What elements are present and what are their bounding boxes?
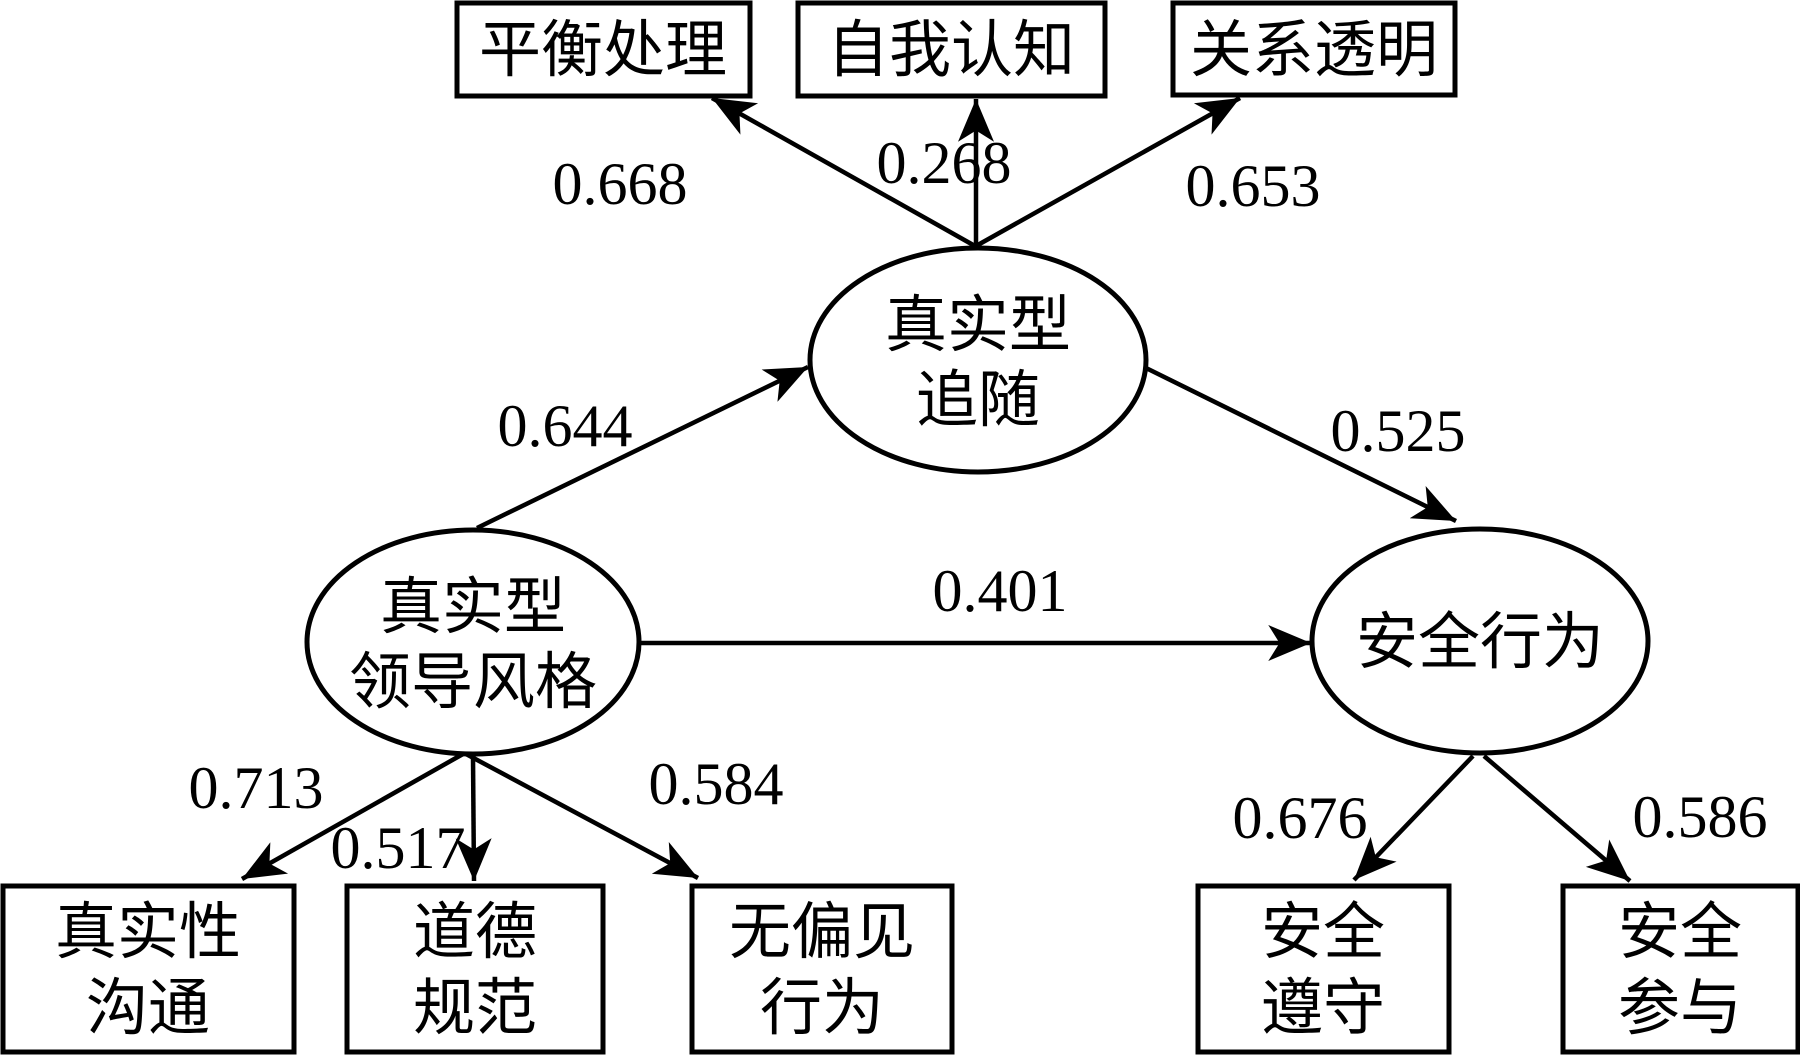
moral-norms-box (344, 883, 606, 1055)
relational-transparency-label: 关系透明 (1190, 17, 1438, 85)
authentic-leadership-label-line1: 真实型 (380, 574, 566, 642)
authentic-followership-ellipse (807, 245, 1149, 475)
coefficient-label-followership-safety: 0.525 (1331, 398, 1466, 464)
authentic-communication-box (0, 883, 297, 1055)
authentic-communication-label-line1: 真实性 (55, 899, 241, 967)
node-relational-transparency: 关系透明 (1170, 0, 1458, 98)
path-followership-to-safety-behavior (1145, 365, 1457, 524)
node-authentic-communication: 真实性 沟通 (0, 883, 297, 1055)
authentic-followership-label-line2: 追随 (916, 367, 1040, 435)
balanced-processing-label: 平衡处理 (479, 17, 727, 85)
path-followership-to-relational-transparency (974, 96, 1242, 248)
path-safety-behavior-to-participation (1482, 754, 1632, 883)
moral-norms-label-line1: 道德 (413, 899, 537, 967)
moral-norms-label-line2: 规范 (413, 975, 537, 1043)
safety-participation-box (1560, 883, 1800, 1055)
balanced-processing-box (454, 0, 753, 99)
authentic-followership-label-line1: 真实型 (885, 292, 1071, 360)
safety-participation-label-line1: 安全 (1618, 899, 1742, 967)
node-safety-behavior: 安全行为 (1309, 526, 1651, 756)
authentic-leadership-ellipse (304, 527, 642, 757)
path-leadership-to-unbiased-behavior (464, 752, 700, 880)
safety-behavior-ellipse (1309, 526, 1651, 756)
coefficient-label-followership-selfawareness: 0.268 (877, 130, 1012, 196)
path-leadership-to-followership (476, 364, 809, 531)
self-awareness-label: 自我认知 (827, 17, 1075, 85)
path-leadership-to-authentic-communication (240, 752, 465, 881)
node-unbiased-behavior: 无偏见 行为 (689, 883, 955, 1055)
coefficient-label-safety-participation: 0.586 (1633, 784, 1768, 850)
safety-behavior-label: 安全行为 (1356, 609, 1604, 677)
coefficient-label-leadership-norms: 0.517 (331, 815, 466, 881)
node-safety-compliance: 安全 遵守 (1195, 883, 1452, 1055)
path-safety-behavior-to-compliance (1352, 754, 1475, 882)
safety-compliance-label-line2: 遵守 (1261, 975, 1385, 1043)
path-followership-to-balanced-processing (710, 96, 977, 248)
path-leadership-to-moral-norms (455, 756, 492, 882)
coefficient-label-followership-transparency: 0.653 (1186, 153, 1321, 219)
coefficient-label-leadership-safety: 0.401 (933, 558, 1068, 624)
node-moral-norms: 道德 规范 (344, 883, 606, 1055)
coefficient-label-followership-balanced: 0.668 (553, 151, 688, 217)
node-safety-participation: 安全 参与 (1560, 883, 1800, 1055)
coefficient-label-safety-compliance: 0.676 (1233, 785, 1368, 851)
coefficient-label-leadership-communication: 0.713 (189, 755, 324, 821)
safety-compliance-label-line1: 安全 (1261, 899, 1385, 967)
node-authentic-followership: 真实型 追随 (807, 245, 1149, 475)
node-balanced-processing: 平衡处理 (454, 0, 753, 99)
authentic-communication-label-line2: 沟通 (86, 975, 210, 1043)
coefficient-label-leadership-unbiased: 0.584 (649, 751, 784, 817)
authentic-leadership-label-line2: 领导风格 (349, 649, 597, 717)
node-authentic-leadership: 真实型 领导风格 (304, 527, 642, 757)
self-awareness-box (795, 0, 1108, 99)
node-self-awareness: 自我认知 (795, 0, 1108, 99)
relational-transparency-box (1170, 0, 1458, 98)
coefficient-label-leadership-followership: 0.644 (498, 393, 633, 459)
unbiased-behavior-box (689, 883, 955, 1055)
safety-compliance-box (1195, 883, 1452, 1055)
safety-participation-label-line2: 参与 (1618, 975, 1742, 1043)
unbiased-behavior-label-line1: 无偏见 (729, 899, 915, 967)
unbiased-behavior-label-line2: 行为 (760, 975, 884, 1043)
